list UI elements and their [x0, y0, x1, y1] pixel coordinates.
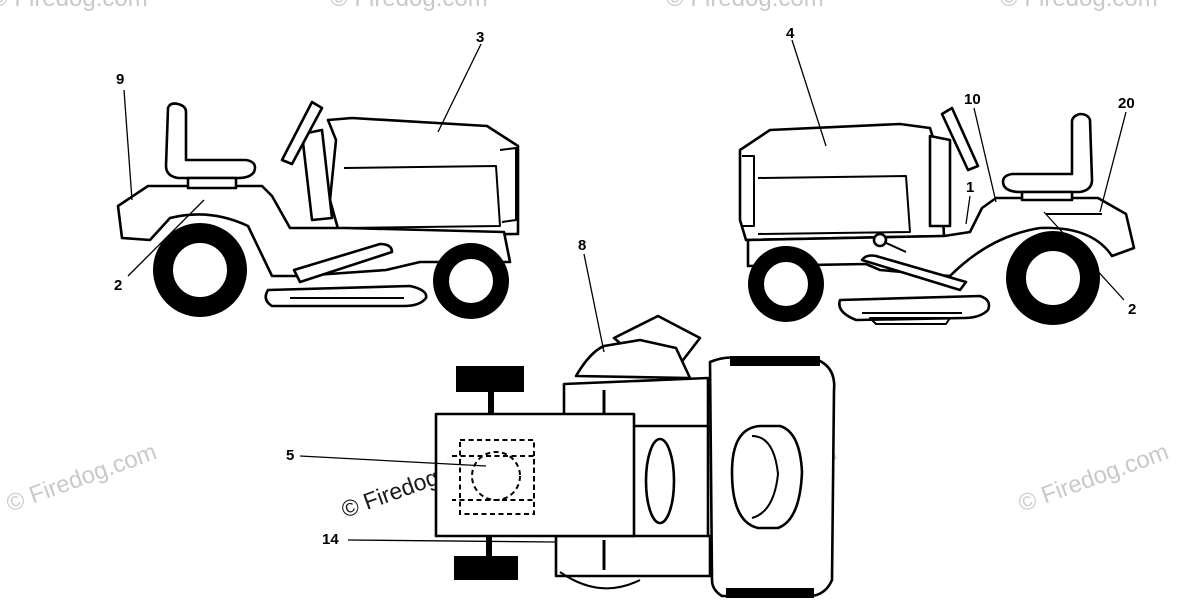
watermark-left: © Firedog.com — [3, 438, 160, 517]
leader-1 — [965, 195, 971, 225]
leader-3 — [437, 43, 482, 133]
left-engine-hood — [326, 116, 520, 238]
right-rear-fender — [746, 196, 1136, 278]
callout-2-right: 2 — [1128, 301, 1136, 318]
top-rear-wheel-lower — [454, 556, 518, 580]
leader-9 — [123, 89, 133, 201]
leader-lines — [123, 39, 1127, 543]
callout-3: 3 — [476, 29, 484, 46]
callout-10: 10 — [964, 91, 981, 108]
callout-14: 14 — [322, 531, 339, 548]
callout-2-left: 2 — [114, 277, 122, 294]
watermark-top-3: © Firedog.com — [666, 0, 824, 12]
left-mower-deck — [264, 284, 428, 308]
callout-labels: 9 2 3 4 10 1 20 2 8 5 14 — [114, 25, 1136, 548]
left-steering-wheel — [280, 100, 324, 166]
leader-20 — [1099, 111, 1127, 213]
right-engine-hood — [738, 122, 946, 242]
top-deck-guard — [574, 338, 692, 380]
leader-14 — [347, 539, 557, 543]
right-seat — [1001, 112, 1094, 194]
watermark-top-1: © Firedog.com — [0, 0, 148, 12]
top-rear-wheel-upper — [456, 366, 524, 392]
callout-4: 4 — [786, 25, 795, 42]
right-mower-deck — [838, 294, 991, 322]
top-steering-collar — [644, 437, 676, 525]
leader-2-right — [1043, 211, 1125, 301]
left-steering-column — [300, 128, 334, 222]
watermark-top-2: © Firedog.com — [330, 0, 488, 12]
left-side-view-tractor — [116, 100, 520, 319]
callout-9: 9 — [116, 71, 124, 88]
right-foot-pedal — [860, 254, 968, 292]
right-steering-wheel — [940, 106, 980, 172]
leader-2-left — [127, 199, 205, 277]
callout-1: 1 — [966, 179, 974, 196]
leader-5 — [299, 455, 487, 467]
watermark-top-4: © Firedog.com — [1000, 0, 1158, 12]
right-steering-column — [928, 134, 952, 228]
leader-4 — [791, 39, 827, 147]
left-rear-fender — [116, 184, 512, 278]
left-seat — [164, 102, 257, 180]
leader-10 — [973, 107, 997, 203]
right-control-knob — [872, 232, 888, 248]
right-side-view-tractor — [738, 106, 1136, 325]
left-foot-pedal — [292, 242, 394, 284]
top-dash-oval — [730, 424, 804, 530]
top-rear-body — [434, 412, 636, 538]
leader-8 — [583, 253, 605, 353]
callout-8: 8 — [578, 237, 586, 254]
watermark-right: © Firedog.com — [1015, 438, 1172, 517]
callout-5: 5 — [286, 447, 294, 464]
callout-20: 20 — [1118, 95, 1135, 112]
top-view-tractor — [434, 314, 836, 598]
